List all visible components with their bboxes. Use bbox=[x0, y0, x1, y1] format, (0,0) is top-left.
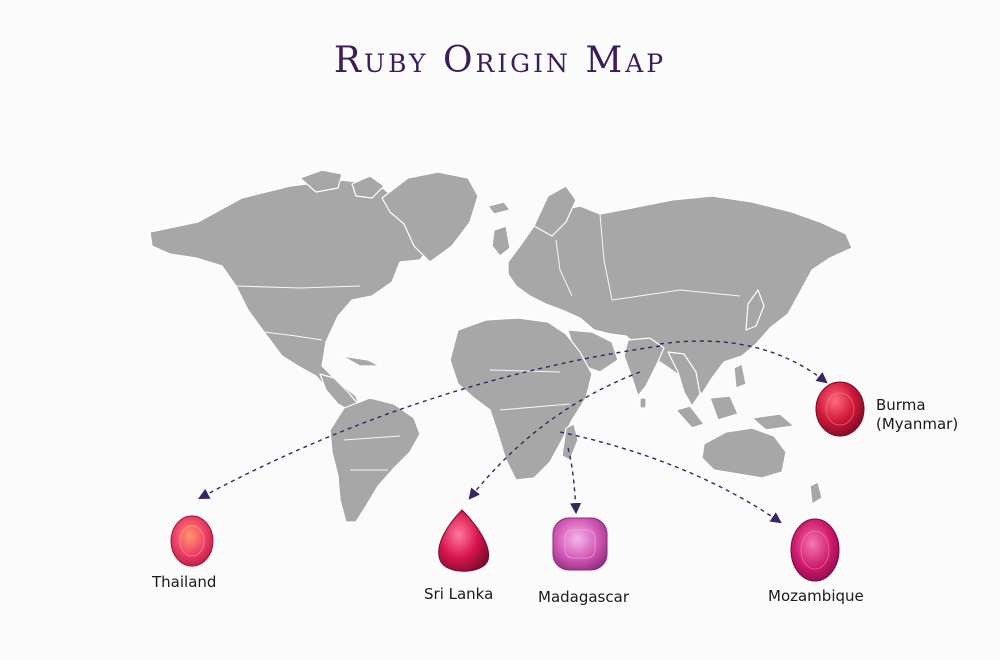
gem-thailand bbox=[170, 515, 214, 567]
island-madagascar bbox=[561, 423, 579, 461]
route-mozambique bbox=[559, 431, 782, 524]
island-cuba bbox=[341, 355, 381, 367]
border-sa-1 bbox=[343, 435, 401, 441]
label-sri-lanka: Sri Lanka bbox=[424, 585, 494, 603]
label-burma-line1: Burma bbox=[876, 396, 926, 414]
route-burma bbox=[659, 340, 828, 384]
border-us-canada bbox=[235, 285, 361, 289]
continent-australia bbox=[701, 427, 787, 479]
label-thailand: Thailand bbox=[152, 573, 217, 591]
label-madagascar: Madagascar bbox=[538, 588, 629, 606]
region-scandinavia bbox=[533, 185, 577, 237]
island-philippines bbox=[733, 363, 747, 389]
label-mozambique: Mozambique bbox=[768, 587, 864, 605]
island-sumatra bbox=[675, 405, 705, 429]
island-arctic-1 bbox=[299, 169, 343, 193]
route-madagascar bbox=[567, 447, 582, 515]
island-uk bbox=[491, 225, 511, 257]
island-borneo bbox=[709, 395, 739, 421]
border-us-mexico bbox=[263, 331, 323, 341]
region-se-asia bbox=[667, 351, 701, 407]
gem-madagascar bbox=[552, 517, 608, 571]
page-title: Ruby Origin Map bbox=[333, 40, 667, 81]
island-iceland bbox=[487, 201, 511, 215]
island-sri-lanka bbox=[639, 397, 647, 409]
border-russia-south bbox=[611, 289, 741, 301]
region-india bbox=[623, 337, 665, 397]
gem-burma bbox=[815, 381, 865, 437]
island-japan bbox=[745, 289, 765, 331]
border-africa-1 bbox=[489, 369, 561, 373]
gem-mozambique bbox=[790, 518, 840, 582]
island-new-guinea bbox=[751, 413, 795, 431]
border-europe-1 bbox=[555, 239, 573, 297]
label-burma-line2: (Myanmar) bbox=[876, 415, 959, 433]
route-sri-lanka bbox=[468, 371, 641, 500]
border-africa-2 bbox=[499, 403, 571, 411]
gem-sri-lanka bbox=[438, 509, 490, 572]
continent-north-america bbox=[149, 179, 433, 409]
continent-africa bbox=[449, 317, 593, 481]
continent-south-america bbox=[329, 397, 421, 523]
border-russia-west bbox=[599, 213, 613, 301]
route-thailand bbox=[198, 345, 661, 500]
label-burma: Burma (Myanmar) bbox=[876, 396, 958, 434]
continent-eurasia bbox=[507, 195, 853, 395]
island-new-zealand bbox=[809, 481, 823, 505]
island-arctic-2 bbox=[351, 175, 385, 199]
continent-greenland bbox=[381, 171, 479, 263]
